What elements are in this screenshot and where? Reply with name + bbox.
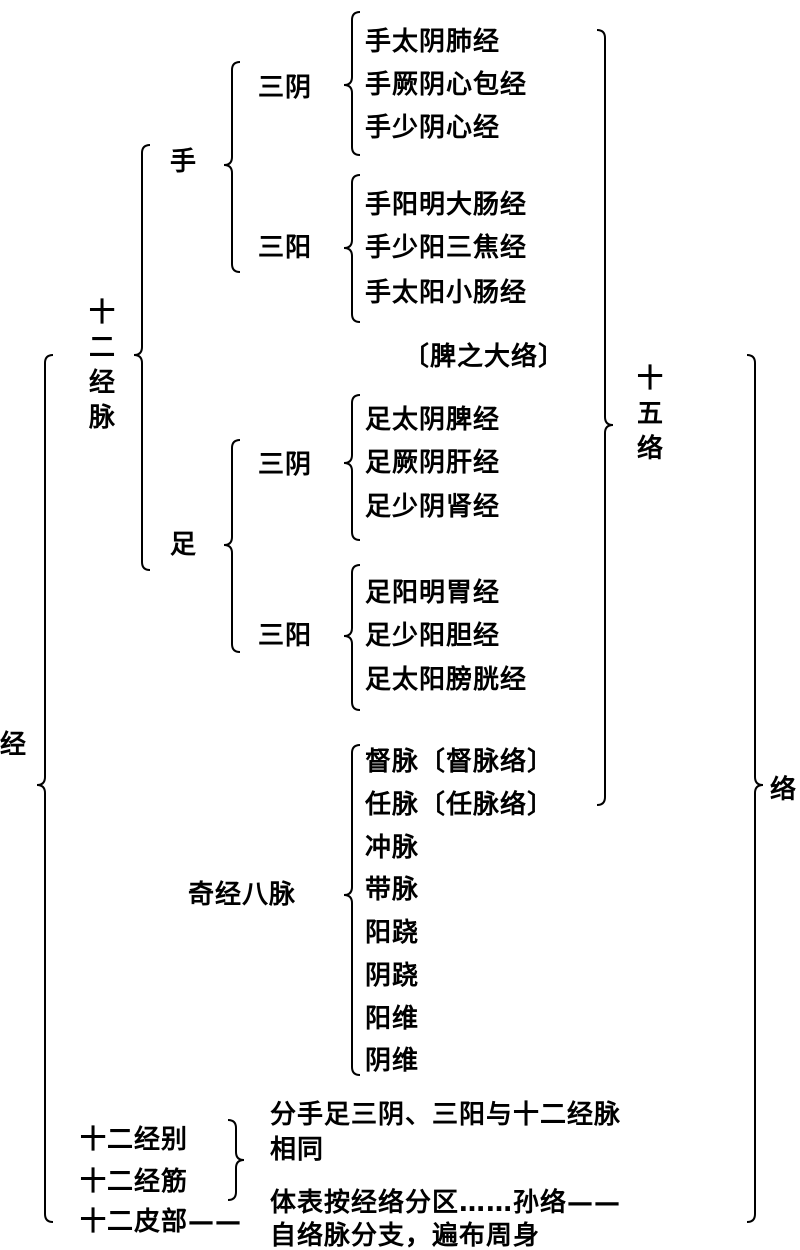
twelve-meridians-label: 十二经脉 (88, 298, 115, 433)
meridian-item: 阴维 (365, 1046, 420, 1076)
meridian-item: 任脉〔任脉络〕 (365, 790, 555, 820)
sinew-meridians: 十二经筋 (80, 1167, 189, 1197)
meridian-item: 足厥阴肝经 (365, 448, 501, 478)
meridian-item: 足少阴肾经 (365, 492, 501, 522)
spleen-great-collateral: 〔脾之大络〕 (403, 342, 566, 372)
brace (227, 1119, 245, 1201)
zu-label: 足 (170, 530, 198, 560)
brace (596, 29, 614, 806)
brace (223, 439, 241, 653)
meridian-item: 阴跷 (365, 961, 420, 991)
shou-label: 手 (170, 147, 198, 177)
meridian-item: 手少阳三焦经 (365, 233, 528, 263)
brace (746, 354, 764, 1223)
meridian-item: 手少阴心经 (365, 113, 501, 143)
meridian-item: 手阳明大肠经 (365, 190, 528, 220)
divergent-meridians: 十二经别 (80, 1125, 189, 1155)
cutaneous-regions: 十二皮部—— (80, 1207, 243, 1237)
note-same-as-meridians-2: 相同 (270, 1135, 325, 1165)
note-same-as-meridians-1: 分手足三阴、三阳与十二经脉 (270, 1100, 622, 1130)
meridian-item: 阳跷 (365, 918, 420, 948)
meridian-item: 足阳明胃经 (365, 578, 501, 608)
meridian-item: 手太阴肺经 (365, 27, 501, 57)
fifteen-collaterals-label: 十五络 (636, 364, 663, 464)
brace (343, 174, 361, 323)
note-cutaneous-2: 自络脉分支，遍布周身 (270, 1221, 541, 1250)
meridian-item: 足太阳膀胱经 (365, 665, 528, 695)
meridian-item: 手厥阴心包经 (365, 70, 528, 100)
brace (36, 354, 54, 1223)
brace (223, 61, 241, 273)
shou-three-yin-label: 三阴 (258, 73, 313, 103)
meridian-item: 足太阴脾经 (365, 405, 501, 435)
shou-three-yang-label: 三阳 (258, 233, 313, 263)
zu-three-yin-label: 三阴 (258, 450, 313, 480)
brace (343, 11, 361, 156)
meridian-item: 冲脉 (365, 833, 420, 863)
brace (343, 564, 361, 711)
brace (343, 744, 361, 1076)
meridian-item: 手太阳小肠经 (365, 278, 528, 308)
zu-three-yang-label: 三阳 (258, 621, 313, 651)
meridian-item: 足少阳胆经 (365, 621, 501, 651)
meridian-item: 督脉〔督脉络〕 (365, 747, 555, 777)
brace (133, 144, 151, 571)
brace (343, 394, 361, 541)
extra-meridians-label: 奇经八脉 (188, 880, 297, 910)
meridian-item: 阳维 (365, 1004, 420, 1034)
jing-label: 经 (0, 730, 28, 760)
note-cutaneous-1: 体表按经络分区……孙络—— (270, 1188, 622, 1218)
luo-label: 络 (770, 775, 798, 805)
meridian-item: 带脉 (365, 875, 420, 905)
